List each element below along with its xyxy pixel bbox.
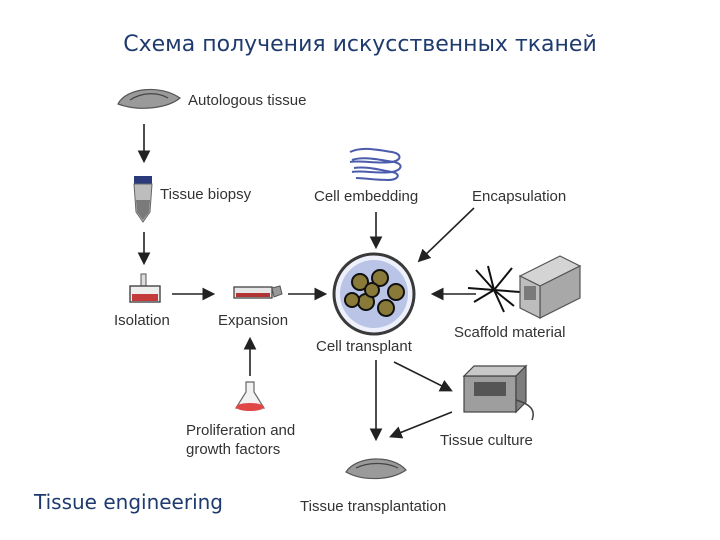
label-proliferation-line1: Proliferation and	[186, 422, 296, 439]
label-tissue-culture: Tissue culture	[440, 432, 533, 449]
isolation-dish-icon	[129, 273, 161, 303]
label-isolation: Isolation	[114, 312, 170, 329]
footer-caption: Tissue engineering	[34, 490, 224, 514]
scaffold-block-icon	[518, 255, 582, 319]
label-cell-transplant: Cell transplant	[316, 338, 412, 355]
expansion-flask-icon	[233, 285, 283, 299]
biopsy-tube-icon	[133, 176, 153, 223]
flow-arrows	[137, 124, 476, 442]
label-tissue-transplantation: Tissue transplantation	[300, 498, 447, 515]
growth-factor-beaker-icon	[234, 381, 266, 411]
cell-transplant-icon	[332, 252, 416, 336]
label-expansion: Expansion	[218, 312, 289, 329]
label-autologous-tissue: Autologous tissue	[188, 92, 307, 109]
label-encapsulation: Encapsulation	[472, 188, 567, 205]
autologous-tissue-icon	[117, 88, 181, 109]
label-cell-embedding: Cell embedding	[314, 188, 419, 205]
slide-title: Схема получения искусственных тканей	[123, 32, 597, 57]
encapsulation-starburst-icon	[467, 265, 521, 313]
cell-embedding-coil-icon	[349, 147, 402, 182]
tissue-transplantation-icon	[345, 458, 407, 480]
label-scaffold-material: Scaffold material	[454, 324, 566, 341]
label-tissue-biopsy: Tissue biopsy	[160, 186, 252, 203]
tissue-culture-device-icon	[462, 364, 534, 421]
label-proliferation-line2: growth factors	[186, 441, 281, 458]
